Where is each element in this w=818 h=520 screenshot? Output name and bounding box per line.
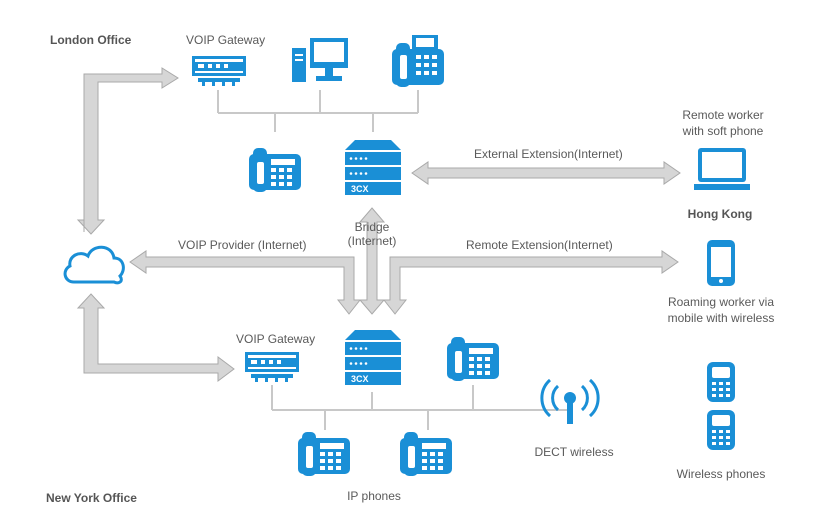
cordless-phone-icon — [707, 410, 735, 450]
ip-phone-icon — [400, 432, 452, 476]
remote-worker-label-line2: with soft phone — [682, 124, 764, 138]
pbx-server-icon: 3CX — [345, 140, 401, 195]
remote-worker-label-line1: Remote worker — [682, 108, 763, 122]
voip-gateway-london-label: VOIP Gateway — [186, 33, 265, 47]
bridge-label-line1: Bridge — [355, 220, 390, 234]
newyork-lan-lines — [271, 385, 570, 430]
new-york-office-label: New York Office — [46, 491, 137, 505]
antenna-icon — [540, 378, 600, 424]
voip-provider-label: VOIP Provider (Internet) — [178, 238, 307, 252]
external-extension-arrow — [411, 161, 681, 185]
remote-extension-label: Remote Extension(Internet) — [466, 238, 613, 252]
remote-extension-arrow — [382, 250, 679, 315]
external-extension-label: External Extension(Internet) — [474, 147, 623, 161]
cloud-to-london-arrow — [76, 67, 179, 235]
cloud-to-newyork-arrow — [76, 293, 235, 382]
desktop-computer-icon — [292, 38, 348, 82]
london-office-label: London Office — [50, 33, 132, 47]
pbx-brand-label: 3CX — [351, 184, 369, 194]
ip-phone-icon — [298, 432, 350, 476]
cordless-phone-icon — [707, 362, 735, 402]
voip-gateway-icon — [245, 352, 299, 382]
voip-gateway-icon — [192, 56, 246, 86]
roaming-worker-label-line1: Roaming worker via — [668, 295, 774, 309]
ip-phone-icon — [447, 337, 499, 381]
smartphone-icon — [707, 240, 735, 286]
cloud-icon — [63, 245, 125, 285]
hong-kong-label: Hong Kong — [688, 207, 753, 221]
bridge-label-line2: (Internet) — [348, 234, 397, 248]
dect-wireless-label: DECT wireless — [534, 445, 613, 459]
bridge-arrow — [358, 207, 386, 315]
pbx-brand-label: 3CX — [351, 374, 369, 384]
london-lan-lines — [217, 90, 419, 132]
pbx-server-icon: 3CX — [345, 330, 401, 385]
laptop-icon — [694, 148, 750, 190]
fax-phone-icon — [392, 35, 444, 87]
ip-phone-icon — [249, 148, 301, 192]
wireless-phones-label: Wireless phones — [677, 467, 766, 481]
roaming-worker-label-line2: mobile with wireless — [668, 311, 775, 325]
ip-phones-label: IP phones — [347, 489, 401, 503]
voip-provider-arrow — [129, 250, 362, 315]
voip-gateway-ny-label: VOIP Gateway — [236, 332, 315, 346]
